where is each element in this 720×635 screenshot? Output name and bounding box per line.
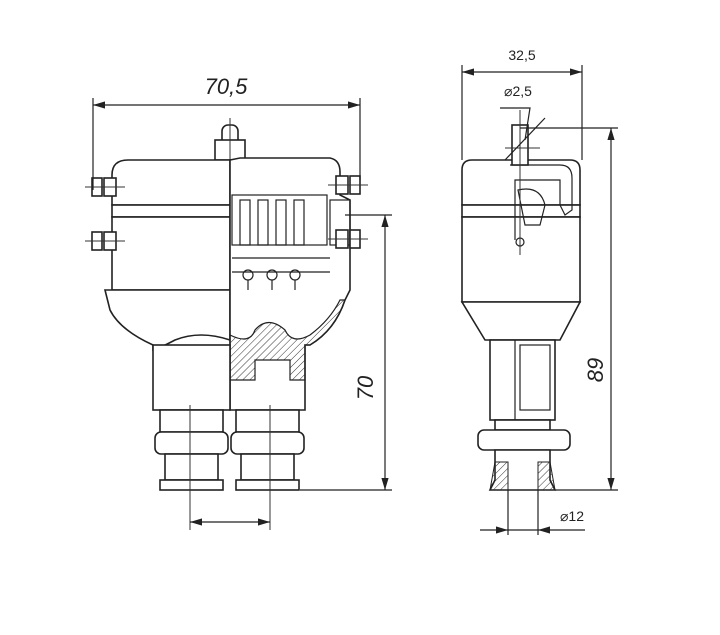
housing-band	[111, 204, 231, 218]
hole-diameter-label: ⌀2,5	[504, 83, 532, 99]
dimension-width-side: 32,5	[461, 47, 583, 160]
front-view: 70,5 70	[85, 74, 392, 530]
side-housing-body	[461, 216, 581, 303]
cable-gland-right	[230, 405, 305, 530]
side-nut	[477, 429, 571, 451]
section-hatch	[229, 299, 346, 381]
side-screws	[85, 175, 368, 251]
contact-pins	[232, 199, 330, 290]
dimension-height-side: 89	[520, 127, 618, 491]
dimension-width-front: 70,5	[92, 74, 361, 190]
cable-diameter-label: ⌀12	[560, 508, 584, 524]
dimension-cable-diameter: ⌀12	[480, 490, 585, 535]
housing-cap	[111, 159, 231, 206]
housing-body	[111, 216, 231, 291]
housing-taper	[103, 289, 231, 352]
height-label-70: 70	[353, 375, 378, 400]
width-label-32-5: 32,5	[508, 47, 535, 63]
top-screw	[214, 118, 246, 165]
latch-clip	[510, 164, 573, 240]
side-housing-cap	[461, 159, 581, 206]
dimension-hole: ⌀2,5	[500, 83, 546, 161]
width-label-70-5: 70,5	[205, 74, 249, 99]
side-taper	[460, 301, 582, 341]
dimension-height-front: 70	[300, 214, 392, 491]
side-view: 32,5 ⌀2,5 89 ⌀12	[460, 47, 618, 535]
height-label-89: 89	[583, 358, 608, 382]
side-neck	[489, 339, 556, 421]
cable-gland-left	[152, 344, 231, 530]
